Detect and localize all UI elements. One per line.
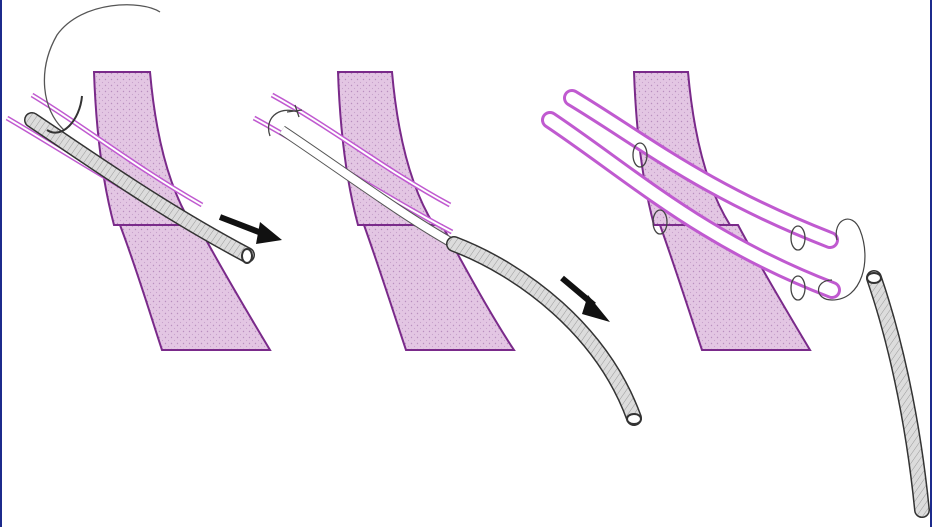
catheter-tip [867, 273, 881, 283]
tissue-band [364, 225, 514, 350]
catheter-tip [242, 249, 252, 263]
catheter-tip [627, 414, 641, 424]
panel-2 [254, 72, 641, 424]
tissue-band [120, 225, 270, 350]
panel-1 [7, 5, 282, 350]
panel-3 [550, 72, 922, 510]
